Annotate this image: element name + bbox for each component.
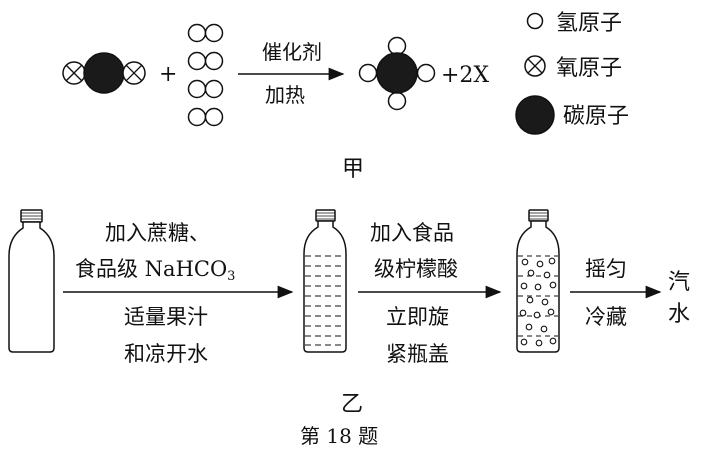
step2-below-line1: 立即旋 — [386, 305, 449, 329]
hydrogen-molecule — [187, 107, 224, 127]
carbon-legend-symbol — [515, 95, 555, 135]
hydrogen-molecule — [187, 79, 224, 99]
oxygen-legend-label: 氧原子 — [556, 56, 622, 81]
hydrogen-atom — [387, 36, 407, 56]
plus-sign: + — [159, 62, 177, 87]
carbon-legend-label: 碳原子 — [563, 104, 629, 129]
step1-below-line1: 适量果汁 — [124, 305, 208, 329]
product-extra: +2X — [441, 63, 489, 88]
bottle-body — [8, 221, 55, 353]
carbon-atom — [376, 52, 418, 94]
step1-add-line1: 加入蔗糖、 — [105, 221, 210, 245]
hydrogen-molecule — [187, 23, 224, 43]
result-char-2: 水 — [668, 302, 690, 327]
step3-refrigerate: 冷藏 — [585, 305, 627, 329]
empty-bottle — [8, 209, 55, 353]
oxygen-legend-symbol — [524, 55, 546, 77]
result-char-1: 汽 — [668, 270, 690, 295]
hydrogen-atom — [358, 63, 378, 83]
hydrogen-legend-label: 氢原子 — [556, 11, 622, 36]
liquid-bottle — [303, 209, 347, 353]
hydrogen-molecule — [187, 51, 224, 71]
liquid — [305, 255, 345, 346]
figure-label: 第 18 题 — [300, 424, 378, 448]
step2-add-line2: 级柠檬酸 — [374, 257, 458, 281]
oxygen-atom — [122, 61, 146, 85]
catalyst-label: 催化剂 — [262, 40, 322, 64]
step2-below-line2: 紧瓶盖 — [386, 342, 449, 366]
step1-add-line2: 食品级 NaHCO3 — [75, 257, 235, 284]
gas-bubbles — [519, 257, 557, 347]
step1-below-line2: 和凉开水 — [124, 342, 208, 366]
process-diagram: 加入蔗糖、 食品级 NaHCO3 适量果汁 和凉开水 — [8, 209, 690, 417]
carbon-dioxide-molecule — [62, 52, 146, 94]
step2-add-line1: 加入食品 — [370, 221, 454, 245]
hydrogen-legend-symbol — [526, 12, 544, 30]
caption-jia: 甲 — [342, 157, 364, 182]
methane-molecule — [358, 36, 436, 111]
reaction-diagram: + 催化剂 加热 +2X 氢原子 — [62, 11, 629, 182]
hydrogen-molecules — [187, 23, 224, 127]
heat-label: 加热 — [265, 83, 305, 107]
hydrogen-atom — [387, 91, 407, 111]
legend: 氢原子 氧原子 碳原子 — [515, 11, 629, 135]
caption-yi: 乙 — [341, 392, 363, 417]
oxygen-atom — [62, 61, 86, 85]
bubbling-bottle — [516, 209, 560, 353]
carbon-atom — [83, 52, 125, 94]
step3-shake: 摇匀 — [585, 257, 627, 281]
hydrogen-atom — [416, 63, 436, 83]
